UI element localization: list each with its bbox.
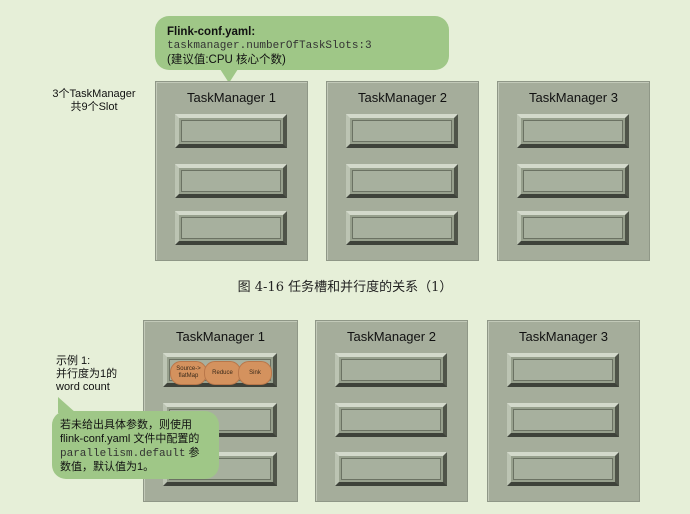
figure-caption: 图 4-16 任务槽和并行度的关系（1） [237,280,453,295]
taskmanager-title: TaskManager 2 [347,329,436,344]
bottom-side-label-line2: 并行度为1的 [56,368,118,380]
top-side-label-line2: 共9个Slot [70,101,118,113]
task-slot [507,452,619,486]
callout-line3: parallelism.default 参 [60,446,199,461]
taskmanager-title: TaskManager 1 [187,90,276,105]
task-slot [335,452,447,486]
taskmanager-title: TaskManager 3 [519,329,608,344]
task-slot [175,164,287,198]
callout-code: taskmanager.numberOfTaskSlots:3 [167,40,372,52]
taskmanager-title: TaskManager 3 [529,90,618,105]
top-taskmanager-1: TaskManager 1 [155,81,308,261]
operator-label: Reduce [212,369,233,376]
callout-line4: 数值，默认值为1。 [60,461,155,473]
callout-pointer [58,397,76,413]
task-slot [507,403,619,437]
bottom-side-label-line1: 示例 1: [56,355,91,367]
operator-sink: Sink [238,361,272,385]
bottom-taskmanager-3: TaskManager 3 [487,320,640,502]
callout-note: (建议值:CPU 核心个数) [167,54,286,66]
task-slot-running: Source-> flatMap Reduce Sink [163,353,277,387]
operator-reduce: Reduce [204,361,241,385]
bottom-side-label: 示例 1: 并行度为1的 word count [56,355,117,394]
callout-line1: 若未给出具体参数，则使用 [60,419,192,431]
task-slot [335,353,447,387]
operator-label: Source-> flatMap [176,366,201,379]
task-slot [335,403,447,437]
callout-pointer [220,69,238,83]
top-side-label-line1: 3个TaskManager [52,88,136,100]
task-slot [507,353,619,387]
callout-line2: flink-conf.yaml 文件中配置的 [60,433,200,445]
top-taskmanager-3: TaskManager 3 [497,81,650,261]
callout-code: parallelism.default [60,448,186,460]
task-slot [517,211,629,245]
bottom-taskmanager-2: TaskManager 2 [315,320,468,502]
slots-config-callout: Flink-conf.yaml: taskmanager.numberOfTas… [155,16,449,70]
top-taskmanager-2: TaskManager 2 [326,81,479,261]
task-slot [175,211,287,245]
task-slot [346,164,458,198]
taskmanager-title: TaskManager 2 [358,90,447,105]
callout-line3-suffix: 参 [185,447,200,459]
parallelism-default-callout: 若未给出具体参数，则使用 flink-conf.yaml 文件中配置的 para… [52,411,219,479]
operator-label: Sink [249,369,261,376]
top-side-label: 3个TaskManager 共9个Slot [49,88,139,114]
task-slot [517,114,629,148]
task-slot [517,164,629,198]
bottom-side-label-line3: word count [56,381,110,393]
task-slot [346,114,458,148]
task-slot [175,114,287,148]
taskmanager-title: TaskManager 1 [176,329,265,344]
operator-source-flatmap: Source-> flatMap [170,361,207,385]
callout-title: Flink-conf.yaml: [167,26,256,38]
task-slot [346,211,458,245]
